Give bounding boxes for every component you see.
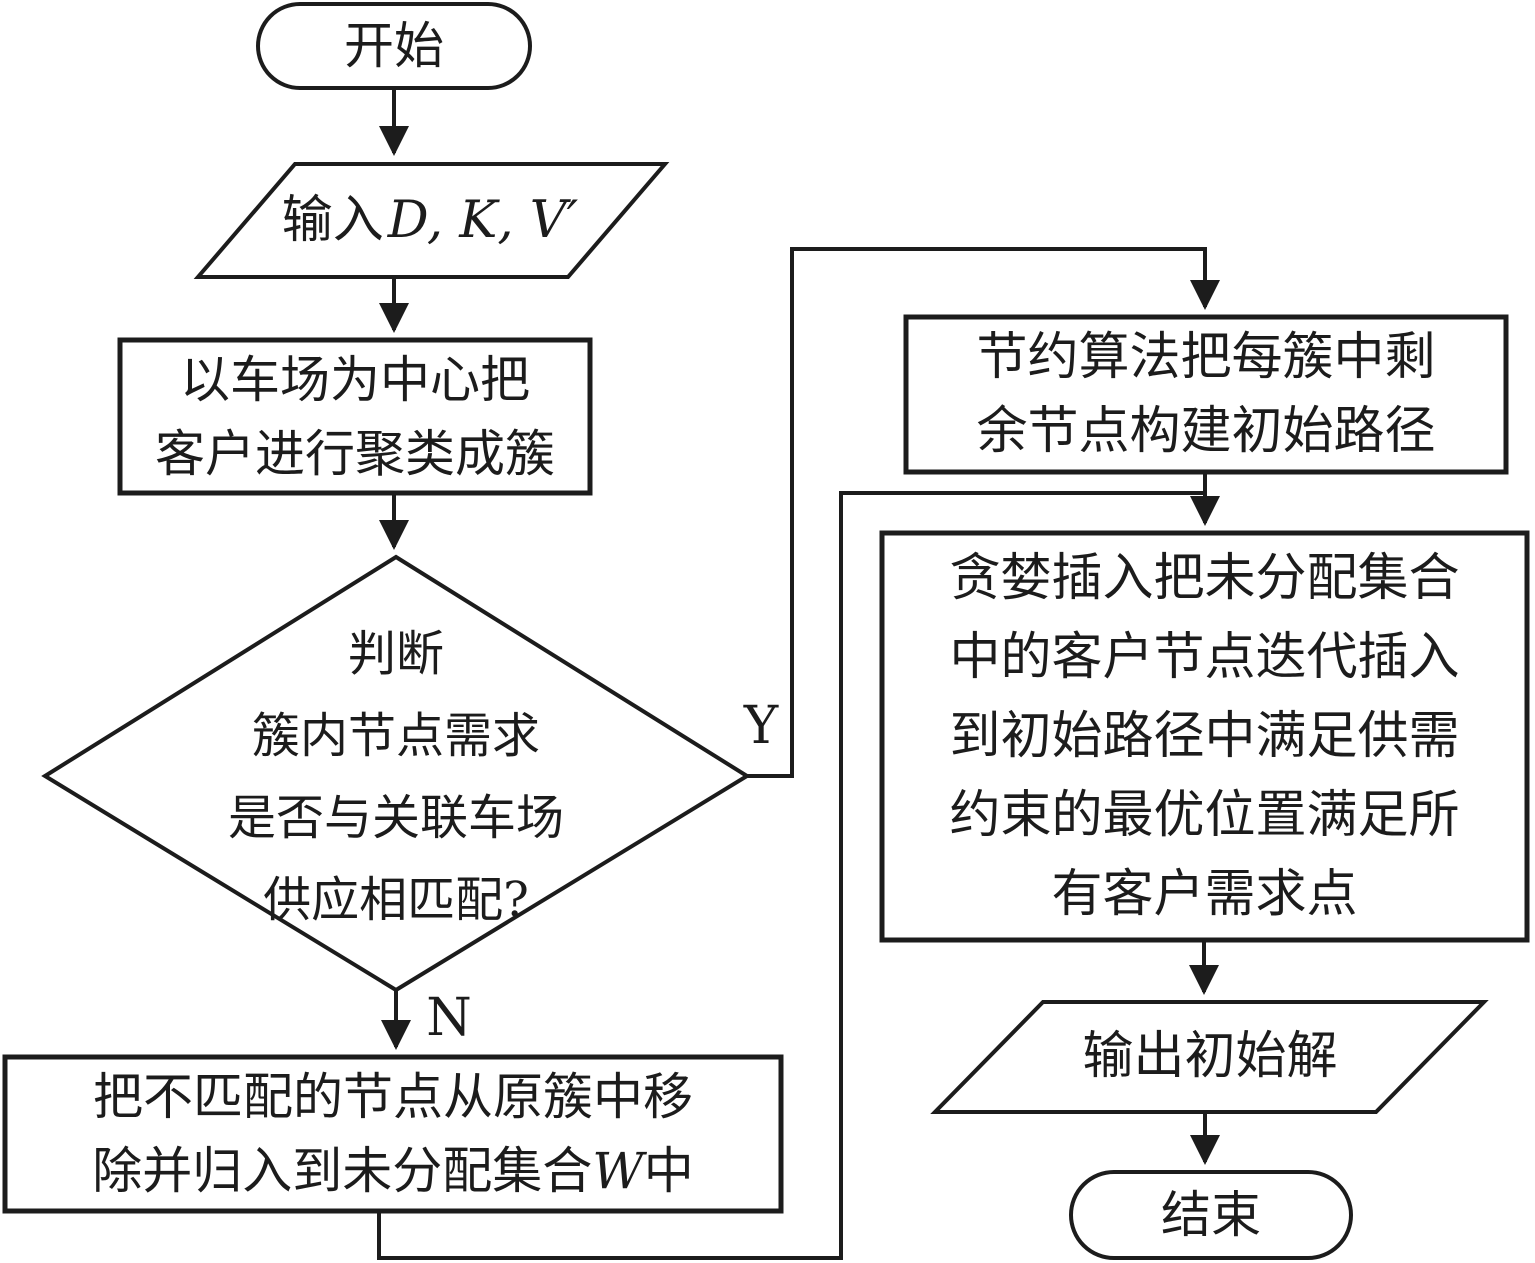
greedy-process-label: 贪婪插入把未分配集合 中的客户节点迭代插入 到初始路径中满足供需 约束的最优位置… (949, 549, 1460, 924)
process-unmatch-shape (2, 1054, 784, 1214)
process-cluster-shape (117, 337, 593, 496)
connector-unmatch-loopback (377, 491, 1203, 1260)
io-input-shape (193, 162, 670, 279)
input-label-variables: D, K, V′ (387, 191, 579, 251)
io-output-shape (930, 1000, 1489, 1114)
unmatch-line2-text: 除并归入到未分配集合 (92, 1142, 593, 1200)
cluster-process-label: 以车场为中心把 客户进行聚类成簇 (155, 350, 555, 483)
branch-no-label: N (426, 988, 472, 1048)
savings-process-label: 节约算法把每簇中剩 余节点构建初始路径 (976, 327, 1436, 461)
unmatch-label-line2: 除并归入到未分配集合W中 (92, 1134, 693, 1208)
output-label: 输出初始解 (1082, 1026, 1338, 1086)
terminator-start-shape (256, 2, 532, 90)
start-label: 开始 (344, 16, 444, 75)
process-greedy-shape (879, 530, 1530, 943)
arrow-decision-yes-to-savings (747, 247, 1220, 778)
terminator-end-shape (1069, 1170, 1353, 1260)
unmatch-line2-variable: W (592, 1142, 644, 1200)
input-label-prefix: 输入 (281, 191, 384, 251)
end-label: 结束 (1161, 1185, 1261, 1244)
unmatch-label-line1: 把不匹配的节点从原簇中移 (93, 1068, 693, 1126)
unmatch-process-label: 把不匹配的节点从原簇中移 除并归入到未分配集合W中 (8, 1060, 778, 1208)
unmatch-line2-suffix: 中 (643, 1142, 694, 1200)
process-savings-shape (903, 314, 1509, 475)
decision-label: 判断 簇内节点需求 是否与关联车场 供应相匹配? (227, 626, 564, 928)
branch-yes-label: Y (743, 696, 779, 756)
decision-diamond-shape (41, 554, 751, 993)
